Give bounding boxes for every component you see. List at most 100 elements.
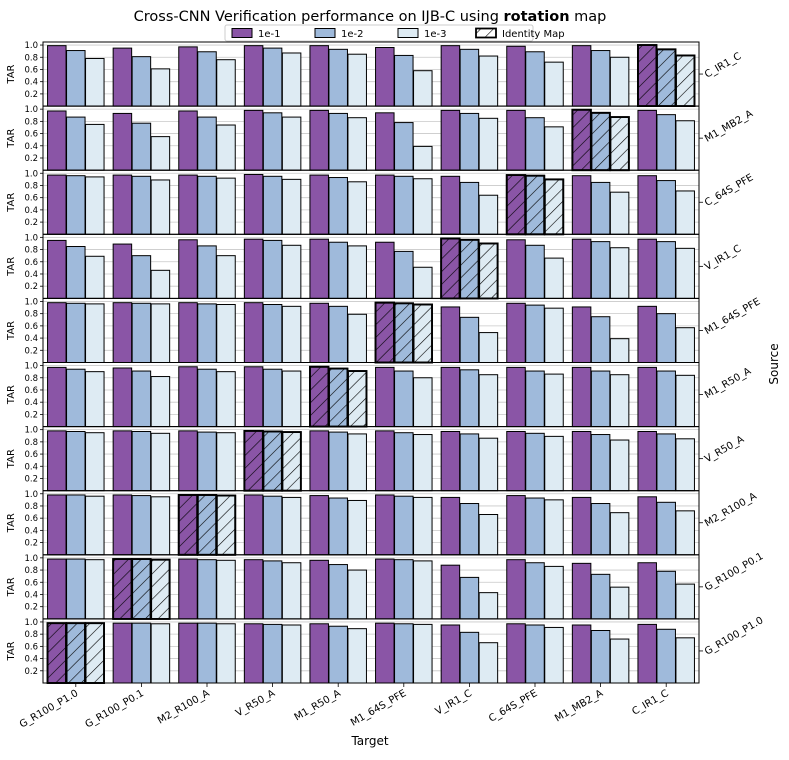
legend-swatch-2 <box>397 28 419 38</box>
bar-identity-hatch <box>505 174 527 236</box>
bar <box>394 250 414 299</box>
bar <box>281 624 302 684</box>
source-label: G_R100_P1.0 <box>703 615 765 657</box>
bar <box>216 623 236 684</box>
bar <box>571 562 592 620</box>
y-tick-label: 0.8 <box>24 438 38 448</box>
source-label: V_IR1_C <box>703 243 743 273</box>
bar <box>440 496 461 556</box>
bar <box>413 623 433 684</box>
bar <box>150 68 171 107</box>
x-tick-label: G_R100_P1.0 <box>18 688 80 730</box>
bar <box>281 52 302 107</box>
source-axis-label: Source <box>767 343 781 384</box>
bar <box>347 313 367 363</box>
bar <box>309 430 329 492</box>
bar <box>675 327 695 363</box>
bar <box>216 371 236 428</box>
bar <box>197 303 217 363</box>
bar <box>675 438 695 492</box>
bar <box>413 266 433 299</box>
bar <box>85 123 105 171</box>
bar-identity-hatch <box>440 237 461 300</box>
bar <box>347 245 367 299</box>
bar <box>590 573 611 620</box>
bar <box>656 180 676 235</box>
y-tick-label: 1.0 <box>24 169 38 179</box>
bar <box>637 238 657 299</box>
bar <box>262 304 283 363</box>
source-label: M2_R100_A <box>703 491 759 530</box>
y-tick-label: 0.2 <box>24 667 38 677</box>
bar <box>525 117 545 171</box>
bar <box>440 45 461 107</box>
y-tick-label: 1.0 <box>24 41 38 51</box>
y-tick-label: 0.4 <box>24 270 38 280</box>
source-label: V_R50_A <box>703 434 746 465</box>
bar <box>478 374 499 428</box>
bar <box>309 238 329 299</box>
y-tick-label: 1.0 <box>24 362 38 372</box>
bar <box>197 51 217 107</box>
bar <box>506 559 526 620</box>
bar <box>66 175 86 235</box>
legend-swatch-0 <box>231 28 253 38</box>
bar <box>150 303 171 363</box>
y-axis-label: TAR <box>6 513 17 533</box>
y-axis-label: TAR <box>6 257 17 277</box>
bar <box>609 638 630 684</box>
bar <box>85 176 105 235</box>
bar <box>413 434 433 492</box>
bar <box>112 112 133 171</box>
source-label: G_R100_P0.1 <box>703 551 765 593</box>
bar <box>347 53 367 107</box>
source-label: M1_64S_PFE <box>703 296 762 337</box>
bar <box>112 47 133 107</box>
bar <box>131 56 152 107</box>
x-tick-label: M1_R50_A <box>293 688 343 723</box>
bar <box>85 303 105 363</box>
x-tick-label: V_IR1_C <box>434 688 474 718</box>
bar <box>459 631 480 684</box>
bar <box>571 496 592 556</box>
y-tick-label: 1.0 <box>24 426 38 436</box>
bar <box>112 430 133 492</box>
bar-identity-hatch <box>637 44 658 107</box>
y-tick-label: 0.4 <box>24 526 38 536</box>
bar <box>281 496 302 556</box>
bar <box>178 302 198 364</box>
bar <box>590 370 611 428</box>
bar <box>347 499 367 556</box>
bar <box>440 564 461 620</box>
bar <box>328 305 348 363</box>
bar <box>112 367 133 428</box>
bar-identity-hatch <box>262 430 283 492</box>
y-tick-label: 0.8 <box>24 502 38 512</box>
bar <box>675 190 695 235</box>
y-tick-label: 0.6 <box>24 130 38 140</box>
bar <box>394 54 414 107</box>
y-tick-label: 0.6 <box>24 258 38 268</box>
bar <box>675 510 695 556</box>
bar <box>440 109 461 171</box>
legend-label-1: 1e-2 <box>341 29 364 40</box>
bar <box>197 175 217 235</box>
bar <box>131 430 152 492</box>
bar-identity-hatch <box>328 367 349 428</box>
y-tick-label: 1.0 <box>24 105 38 115</box>
bar <box>216 59 236 107</box>
chart-title: Cross-CNN Verification performance on IJ… <box>134 9 607 25</box>
bar <box>525 562 545 620</box>
bar <box>112 622 133 684</box>
bar <box>525 370 545 428</box>
bar <box>656 570 676 620</box>
bar <box>150 376 171 428</box>
bar-identity-hatch <box>675 54 696 108</box>
y-tick-label: 0.2 <box>24 90 38 100</box>
bar <box>525 244 545 299</box>
bar <box>262 623 283 684</box>
